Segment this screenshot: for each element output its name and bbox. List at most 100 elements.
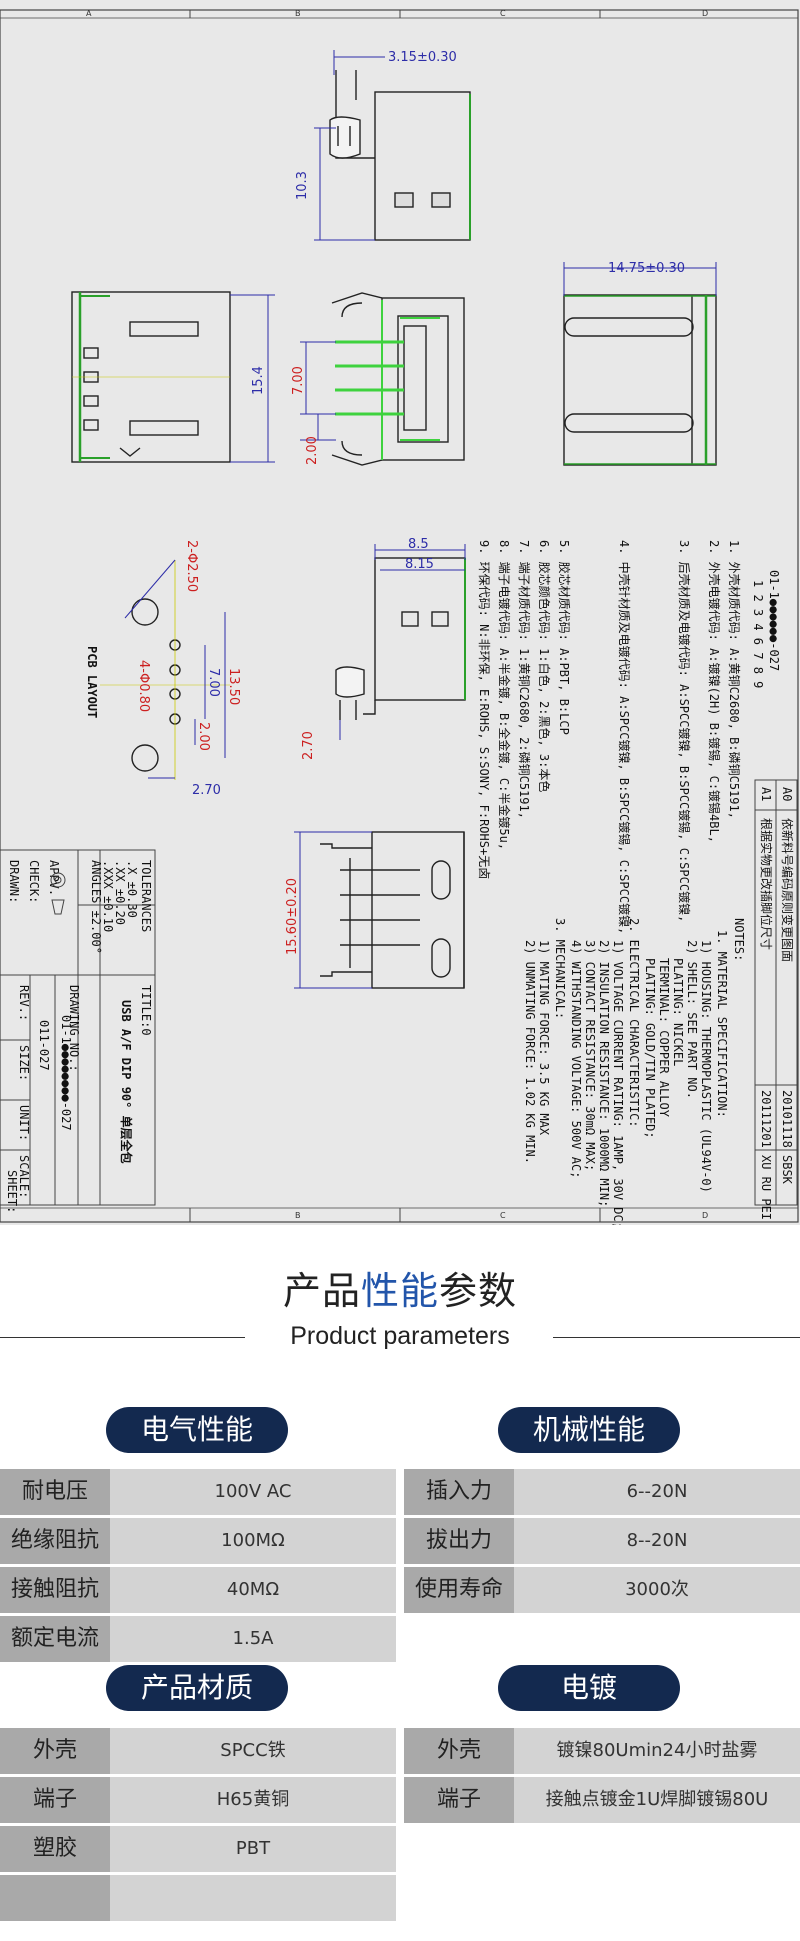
electrical-header: 电气性能 [106,1407,288,1453]
pcb-layout [100,560,230,780]
projection-symbol [50,872,66,915]
title-label: TITLE:0 [139,985,153,1036]
rev-desc: 根据实物更改插脚位尺寸 [759,818,774,950]
dimension-label: 10.3 [295,171,310,200]
rev-code: A0 [780,787,794,801]
grid-letter: D [702,9,708,18]
note-line: PLATING: NICKEL [671,958,685,1066]
size-label: SIZE: [17,1045,31,1081]
note-line: 1) HOUSING: THERMOPLASTIC (UL94V-0) [699,940,713,1193]
rev-date: 20111201 [759,1090,773,1148]
row-value: H65黄铜 [110,1777,396,1823]
appv-label: APPV. [47,860,61,896]
engineering-drawing: A B C D B C D 3.15±0.30 10.3 [0,0,800,1225]
row-key: 耐电压 [0,1469,110,1515]
dimension-lines-2 [230,294,275,463]
revision-block [754,779,798,1206]
section-title: 产品性能参数 Product parameters [0,1260,800,1380]
grid-letter: A [86,9,92,18]
dimension-label: 7.00 [291,366,306,395]
row-value: PBT [110,1826,396,1872]
table-row: 外壳镀镍80Umin24小时盐雾 [404,1728,800,1774]
title-prefix: 产品 [282,1269,361,1313]
table-row [0,1875,396,1921]
section-title-cn: 产品性能参数 [0,1260,800,1315]
title-block-frame [0,849,156,1206]
note-line: 5. 胶芯材质代码: A:PBT, B:LCP [557,540,572,735]
grid-letter: D [702,1211,708,1220]
divider-left [0,1337,245,1338]
note-line: 7. 端子材质代码: 1:黄铜C2680, 2:磷铜C5191, [517,540,532,819]
row-value: 镀镍80Umin24小时盐雾 [514,1728,800,1774]
row-value: 1.5A [110,1616,396,1662]
row-key: 绝缘阻抗 [0,1518,110,1564]
front-view-center [331,292,465,466]
part-no: 011-027 [37,1020,51,1071]
rev-desc: 依新料号编码原则变更图面 [780,818,795,962]
dimension-lines-3 [300,341,336,441]
note-line: 2) INSULATION RESISTANCE: 1000MΩ MIN; [597,940,611,1207]
dimension-label: 14.75±0.30 [608,261,685,276]
dimension-lines-4 [563,262,717,296]
row-value: 40MΩ [110,1567,396,1613]
grid-letter: C [500,9,506,18]
unit-label: UNIT: [17,1105,31,1141]
row-value: 100MΩ [110,1518,396,1564]
dimension-label: 2.00 [196,722,211,751]
row-key: 拔出力 [404,1518,514,1564]
dimension-label: 3.15±0.30 [388,50,457,65]
note-line: 2) SHELL: SEE PART NO. [685,940,699,1099]
row-value: SPCC铁 [110,1728,396,1774]
row-key: 外壳 [0,1728,110,1774]
terminal-side-view [320,831,465,989]
row-key [0,1875,110,1921]
note-line: 2. ELECTRICAL CHARACTERISTIC: [627,918,641,1128]
side-view-center [335,557,466,720]
title-value: USB A/F DIP 90° 单层全包 [119,1000,134,1164]
row-value: 3000次 [514,1567,800,1613]
row-key: 端子 [0,1777,110,1823]
tolerance-xx: .XX ±0.20 [113,860,127,925]
front-view-right [563,294,717,466]
title-highlight: 性能 [360,1269,439,1313]
rev-label: REV.: [17,985,31,1021]
row-value [110,1875,396,1921]
dimension-label: 15.60±0.20 [285,878,300,955]
tolerance-angle: ANGLES ±2.00° [89,860,103,954]
note-line: 1) MATING FORCE: 3.5 KG MAX [537,940,551,1136]
tolerances-label: TOLERANCES [139,860,153,932]
note-line: 9. 环保代码: N:非环保, E:ROHS, S:SONY, F:ROHS+无… [477,540,491,879]
row-key: 端子 [404,1777,514,1823]
check-label: CHECK: [27,860,41,903]
row-value: 8--20N [514,1518,800,1564]
note-line: 2) UNMATING FORCE: 1.02 KG MIN. [523,940,537,1164]
note-line: 3. 后壳材质及电镀代码: A:SPCC镀镍, B:SPCC镀锡, C:SPCC… [677,540,692,922]
rev-code: A1 [759,787,773,801]
notes-en: NOTES: 1. MATERIAL SPECIFICATION: 1) HOU… [523,918,746,1225]
drawing-frame [0,9,799,1223]
dimension-label: 7.00 [206,668,221,697]
dimension-lines-6 [124,559,226,779]
row-key: 外壳 [404,1728,514,1774]
dimension-label: 2.00 [305,436,320,465]
row-value: 100V AC [110,1469,396,1515]
note-line: 4. 中壳针材质及电镀代码: A:SPCC镀镍, B:SPCC镀锡, C:SPC… [617,540,632,934]
dimension-label: 13.50 [226,668,241,705]
rev-date: 20101118 [780,1090,794,1148]
dimension-label: 15.4 [251,366,266,395]
drawn-label: DRAWN: [7,860,21,903]
grid-letter: B [295,9,301,18]
dimension-label: 2-Φ2.50 [184,540,199,592]
pcb-layout-label: PCB LAYOUT [85,646,99,718]
side-view-top [329,70,471,241]
row-key: 额定电流 [0,1616,110,1662]
dimension-lines-5 [339,544,466,740]
tolerance-x: .X ±0.30 [125,860,139,918]
note-line: 1) VOLTAGE CURRENT RATING: 1AMP, 30V DC; [611,940,625,1225]
front-view-left [71,291,231,463]
grid-letter: B [295,1211,301,1220]
